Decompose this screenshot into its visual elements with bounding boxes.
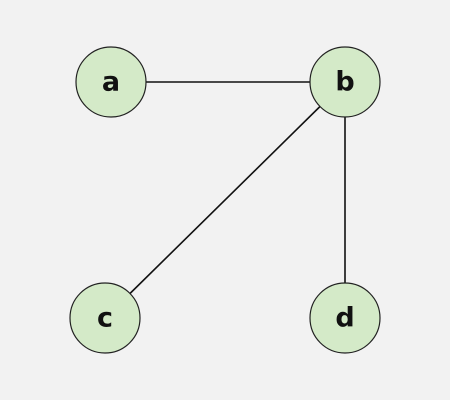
node-label-a: a xyxy=(102,67,120,98)
node-circle-a xyxy=(75,46,147,118)
node-a: a xyxy=(75,46,147,118)
nodes-layer: a b c d xyxy=(69,46,381,354)
node-circle-d xyxy=(309,282,381,354)
node-label-c: c xyxy=(97,303,113,334)
edges-layer xyxy=(129,81,346,295)
node-b: b xyxy=(309,46,381,118)
node-label-d: d xyxy=(335,303,354,334)
node-label-b: b xyxy=(335,67,354,98)
node-c: c xyxy=(69,282,141,354)
node-circle-b xyxy=(309,46,381,118)
node-d: d xyxy=(309,282,381,354)
edge-b-c xyxy=(129,105,321,295)
node-circle-c xyxy=(69,282,141,354)
